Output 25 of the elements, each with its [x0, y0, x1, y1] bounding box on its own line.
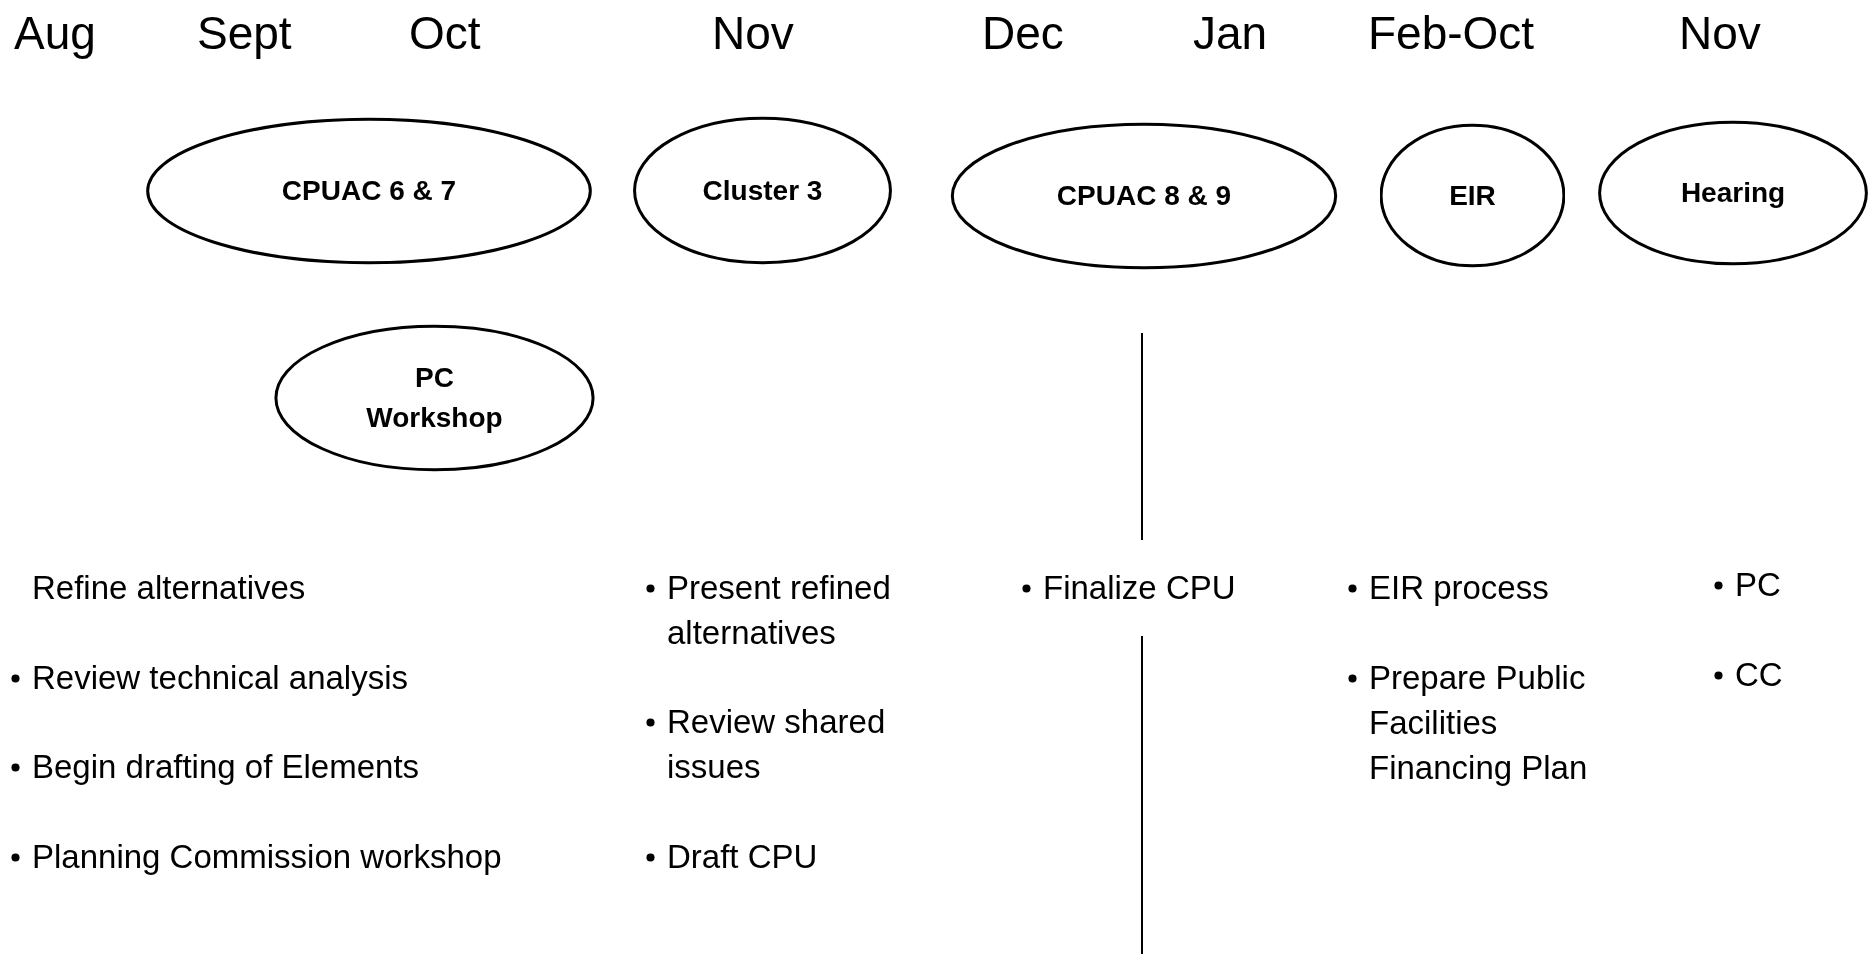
month-label: Sept [197, 8, 292, 58]
month-label: Jan [1193, 8, 1268, 58]
oval-node: Hearing [1598, 120, 1868, 266]
month-label: Aug [14, 8, 96, 58]
bullet-item: Review shared issues [667, 702, 887, 787]
task-text: Refine alternatives [32, 568, 307, 608]
bullet-item: Present refined alternatives [667, 568, 892, 653]
bullet-item: PC [1735, 565, 1782, 605]
oval-node: Cluster 3 [633, 116, 892, 265]
bullet-item: Review technical analysis [32, 658, 409, 698]
bullet-item: CC [1735, 655, 1784, 695]
bullet-item: Planning Commission workshop [32, 837, 503, 877]
bullet-item: Draft CPU [667, 837, 819, 877]
month-label: Dec [982, 8, 1064, 58]
bullet-item: Prepare Public Facilities Financing Plan [1369, 658, 1589, 788]
oval-node: CPUAC 6 & 7 [145, 117, 593, 265]
bullet-item: Finalize CPU [1043, 568, 1237, 608]
oval-node: CPUAC 8 & 9 [950, 122, 1338, 270]
oval-node: PC Workshop [274, 324, 595, 472]
bullet-item: EIR process [1369, 568, 1550, 608]
bullet-item: Begin drafting of Elements [32, 747, 421, 787]
month-label: Oct [409, 8, 481, 58]
month-label: Nov [712, 8, 794, 58]
month-label: Nov [1679, 8, 1761, 58]
month-label: Feb-Oct [1368, 8, 1535, 58]
